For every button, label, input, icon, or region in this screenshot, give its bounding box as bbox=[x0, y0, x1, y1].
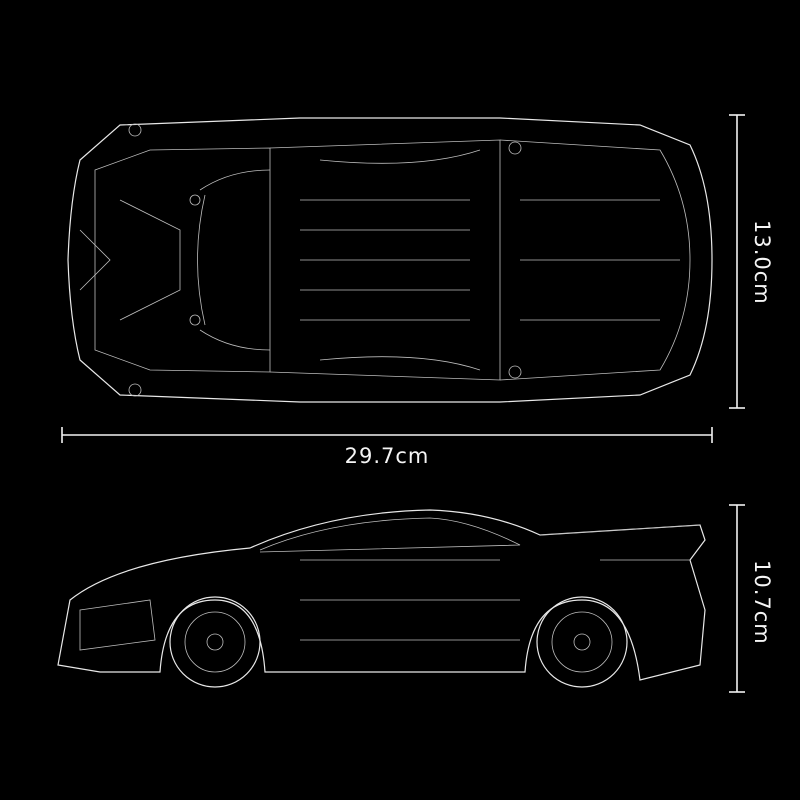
length-label: 29.7cm bbox=[344, 444, 430, 468]
dimension-length-line bbox=[61, 427, 713, 443]
car-top-view bbox=[67, 117, 713, 403]
height-label: 10.7cm bbox=[750, 560, 774, 645]
dimension-height-line bbox=[729, 504, 745, 693]
car-side-view bbox=[57, 509, 706, 688]
width-label: 13.0cm bbox=[750, 220, 774, 305]
dimension-width-line bbox=[729, 114, 745, 409]
